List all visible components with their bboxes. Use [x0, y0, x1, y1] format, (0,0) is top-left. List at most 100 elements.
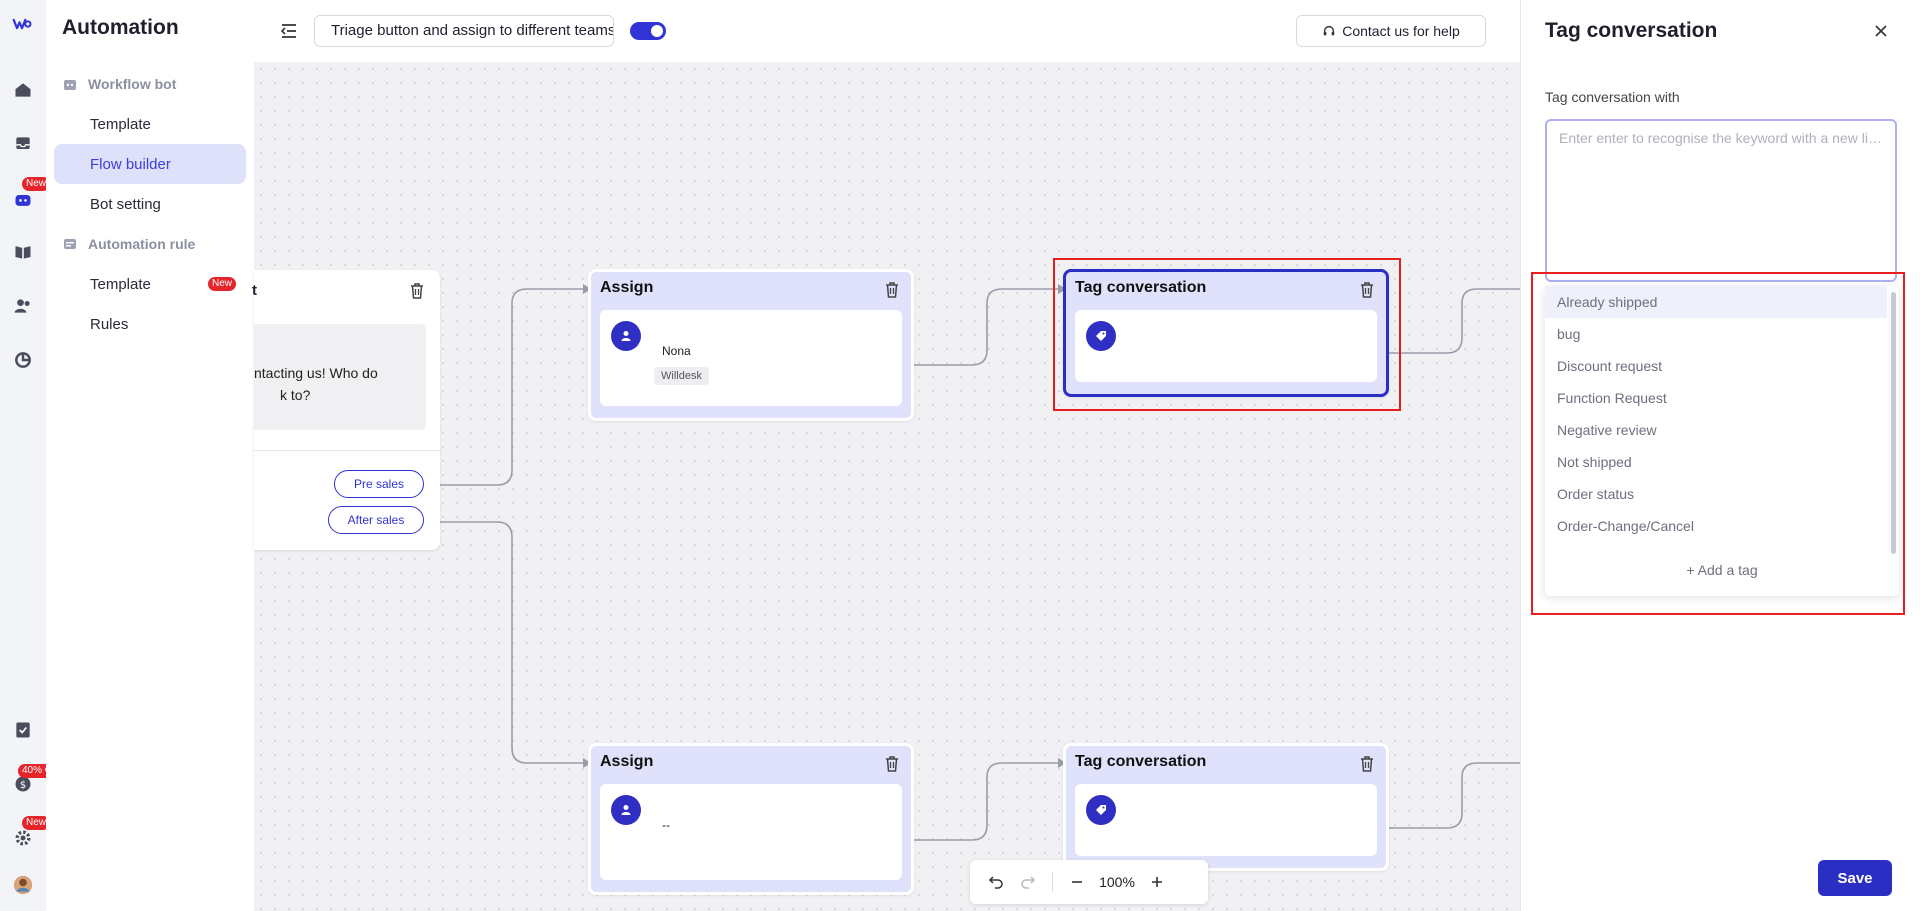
nav-item-label: Template: [90, 115, 151, 133]
highlight-selected-node: [1053, 258, 1401, 411]
workflow-name-input[interactable]: Triage button and assign to different te…: [314, 15, 614, 47]
svg-text:$: $: [20, 780, 26, 791]
redo-button[interactable]: [1012, 866, 1044, 898]
dropdown-scrollbar[interactable]: [1891, 292, 1896, 554]
option-pre-sales-button[interactable]: Pre sales: [334, 470, 424, 498]
save-button[interactable]: Save: [1818, 860, 1892, 896]
tag-conversation-node[interactable]: Tag conversation: [1063, 743, 1389, 871]
node-title: Tag conversation: [1075, 279, 1207, 296]
tag-option[interactable]: Function Request: [1557, 390, 1667, 406]
zoom-level: 100%: [1099, 874, 1135, 890]
plus-icon: [1152, 877, 1162, 887]
message-node[interactable]: t ntacting us! Who do k to? Pre sales Af…: [252, 270, 440, 550]
node-body: --: [600, 784, 902, 880]
trash-icon[interactable]: [1358, 281, 1376, 299]
nav-item-label: Template: [90, 275, 151, 293]
tag-option[interactable]: Already shipped: [1545, 286, 1887, 318]
zoom-toolbar: 100%: [970, 860, 1208, 904]
nav-item-label: Flow builder: [90, 155, 171, 173]
message-text-line: ntacting us! Who do: [254, 365, 378, 381]
collapse-menu-icon[interactable]: [278, 20, 300, 42]
tag-icon: [1086, 321, 1116, 351]
tag-conversation-panel: Tag conversation Tag conversation with E…: [1520, 0, 1920, 911]
nav-item-label: Bot setting: [90, 195, 161, 213]
add-tag-button[interactable]: + Add a tag: [1686, 562, 1758, 578]
tag-option[interactable]: Order status: [1557, 486, 1635, 502]
builder-toolbar: Triage button and assign to different te…: [254, 0, 1520, 62]
node-body: Nona Willdesk: [600, 310, 902, 406]
agent-name: Nona: [662, 344, 691, 358]
analytics-icon[interactable]: [11, 348, 35, 372]
agent-icon: [611, 321, 641, 351]
trash-icon[interactable]: [883, 281, 901, 299]
nav-item-flow-builder[interactable]: Flow builder: [54, 144, 246, 184]
tag-option[interactable]: Negative review: [1557, 422, 1657, 438]
tag-option[interactable]: Discount request: [1557, 358, 1663, 374]
contact-help-button[interactable]: Contact us for help: [1296, 15, 1486, 47]
help-label: Contact us for help: [1342, 23, 1460, 39]
settings-new-badge: New: [22, 816, 51, 830]
message-text-line: k to?: [280, 387, 311, 403]
node-body: [1075, 784, 1377, 856]
agent-name: --: [662, 818, 670, 832]
agent-icon: [611, 795, 641, 825]
trash-icon[interactable]: [408, 282, 426, 300]
home-icon[interactable]: [11, 78, 35, 102]
user-avatar[interactable]: [11, 873, 35, 897]
assign-node[interactable]: Assign --: [588, 743, 914, 895]
nav-group-label: Workflow bot: [88, 76, 177, 92]
team-chip: Willdesk: [654, 367, 709, 385]
nav-group-workflow-bot: Workflow bot: [62, 76, 176, 92]
rule-group-icon: [64, 239, 76, 249]
undo-button[interactable]: [980, 866, 1012, 898]
divider: [254, 450, 440, 451]
bot-new-badge: New: [22, 177, 51, 191]
tag-option[interactable]: bug: [1557, 326, 1581, 342]
trash-icon[interactable]: [1358, 755, 1376, 773]
assign-node[interactable]: Assign Nona Willdesk: [588, 269, 914, 421]
inbox-icon[interactable]: [11, 132, 35, 156]
nav-item-bot-setting[interactable]: Bot setting: [54, 184, 246, 224]
nav-item-bot-template[interactable]: Template: [54, 104, 246, 144]
nav-title: Automation: [62, 16, 179, 39]
logo-icon[interactable]: [10, 12, 34, 36]
redo-icon: [1021, 876, 1036, 889]
close-icon[interactable]: [1872, 22, 1890, 40]
highlight-tag-dropdown: [1531, 272, 1905, 615]
field-label: Tag conversation with: [1545, 89, 1680, 105]
tag-option[interactable]: Order-Change/Cancel: [1557, 518, 1694, 534]
bot-icon[interactable]: [11, 188, 35, 212]
nav-item-label: Rules: [90, 315, 129, 333]
automation-nav: Automation Workflow bot Template Flow bu…: [46, 0, 254, 911]
tag-keyword-textarea[interactable]: Enter enter to recognise the keyword wit…: [1545, 119, 1897, 282]
option-after-sales-button[interactable]: After sales: [328, 506, 424, 534]
node-title: Tag conversation: [1075, 753, 1207, 770]
panel-title: Tag conversation: [1545, 19, 1718, 42]
nav-group-label: Automation rule: [88, 236, 196, 252]
zoom-in-button[interactable]: [1141, 866, 1173, 898]
minus-icon: [1072, 881, 1082, 883]
bot-group-icon: [64, 80, 76, 90]
undo-icon: [988, 876, 1003, 889]
divider: [1052, 872, 1053, 892]
node-title: Assign: [600, 753, 654, 770]
tag-option[interactable]: Not shipped: [1557, 454, 1632, 470]
new-badge: New: [207, 277, 236, 291]
customers-icon[interactable]: [11, 294, 35, 318]
message-text-box: ntacting us! Who do k to?: [254, 324, 426, 430]
tasks-icon[interactable]: [11, 718, 35, 742]
tag-conversation-node[interactable]: Tag conversation: [1063, 269, 1389, 397]
icon-rail: New $ 40% OFF New: [0, 0, 69, 911]
nav-item-rule-template[interactable]: Template New: [54, 264, 246, 304]
tag-icon: [1086, 795, 1116, 825]
trash-icon[interactable]: [883, 755, 901, 773]
knowledge-book-icon[interactable]: [11, 240, 35, 264]
nav-item-rules[interactable]: Rules: [54, 304, 246, 344]
node-body: [1075, 310, 1377, 382]
billing-icon[interactable]: $: [11, 772, 35, 796]
zoom-out-button[interactable]: [1061, 866, 1093, 898]
workflow-enabled-toggle[interactable]: [630, 22, 666, 40]
headset-icon: [1323, 25, 1335, 36]
settings-icon[interactable]: [11, 826, 35, 850]
